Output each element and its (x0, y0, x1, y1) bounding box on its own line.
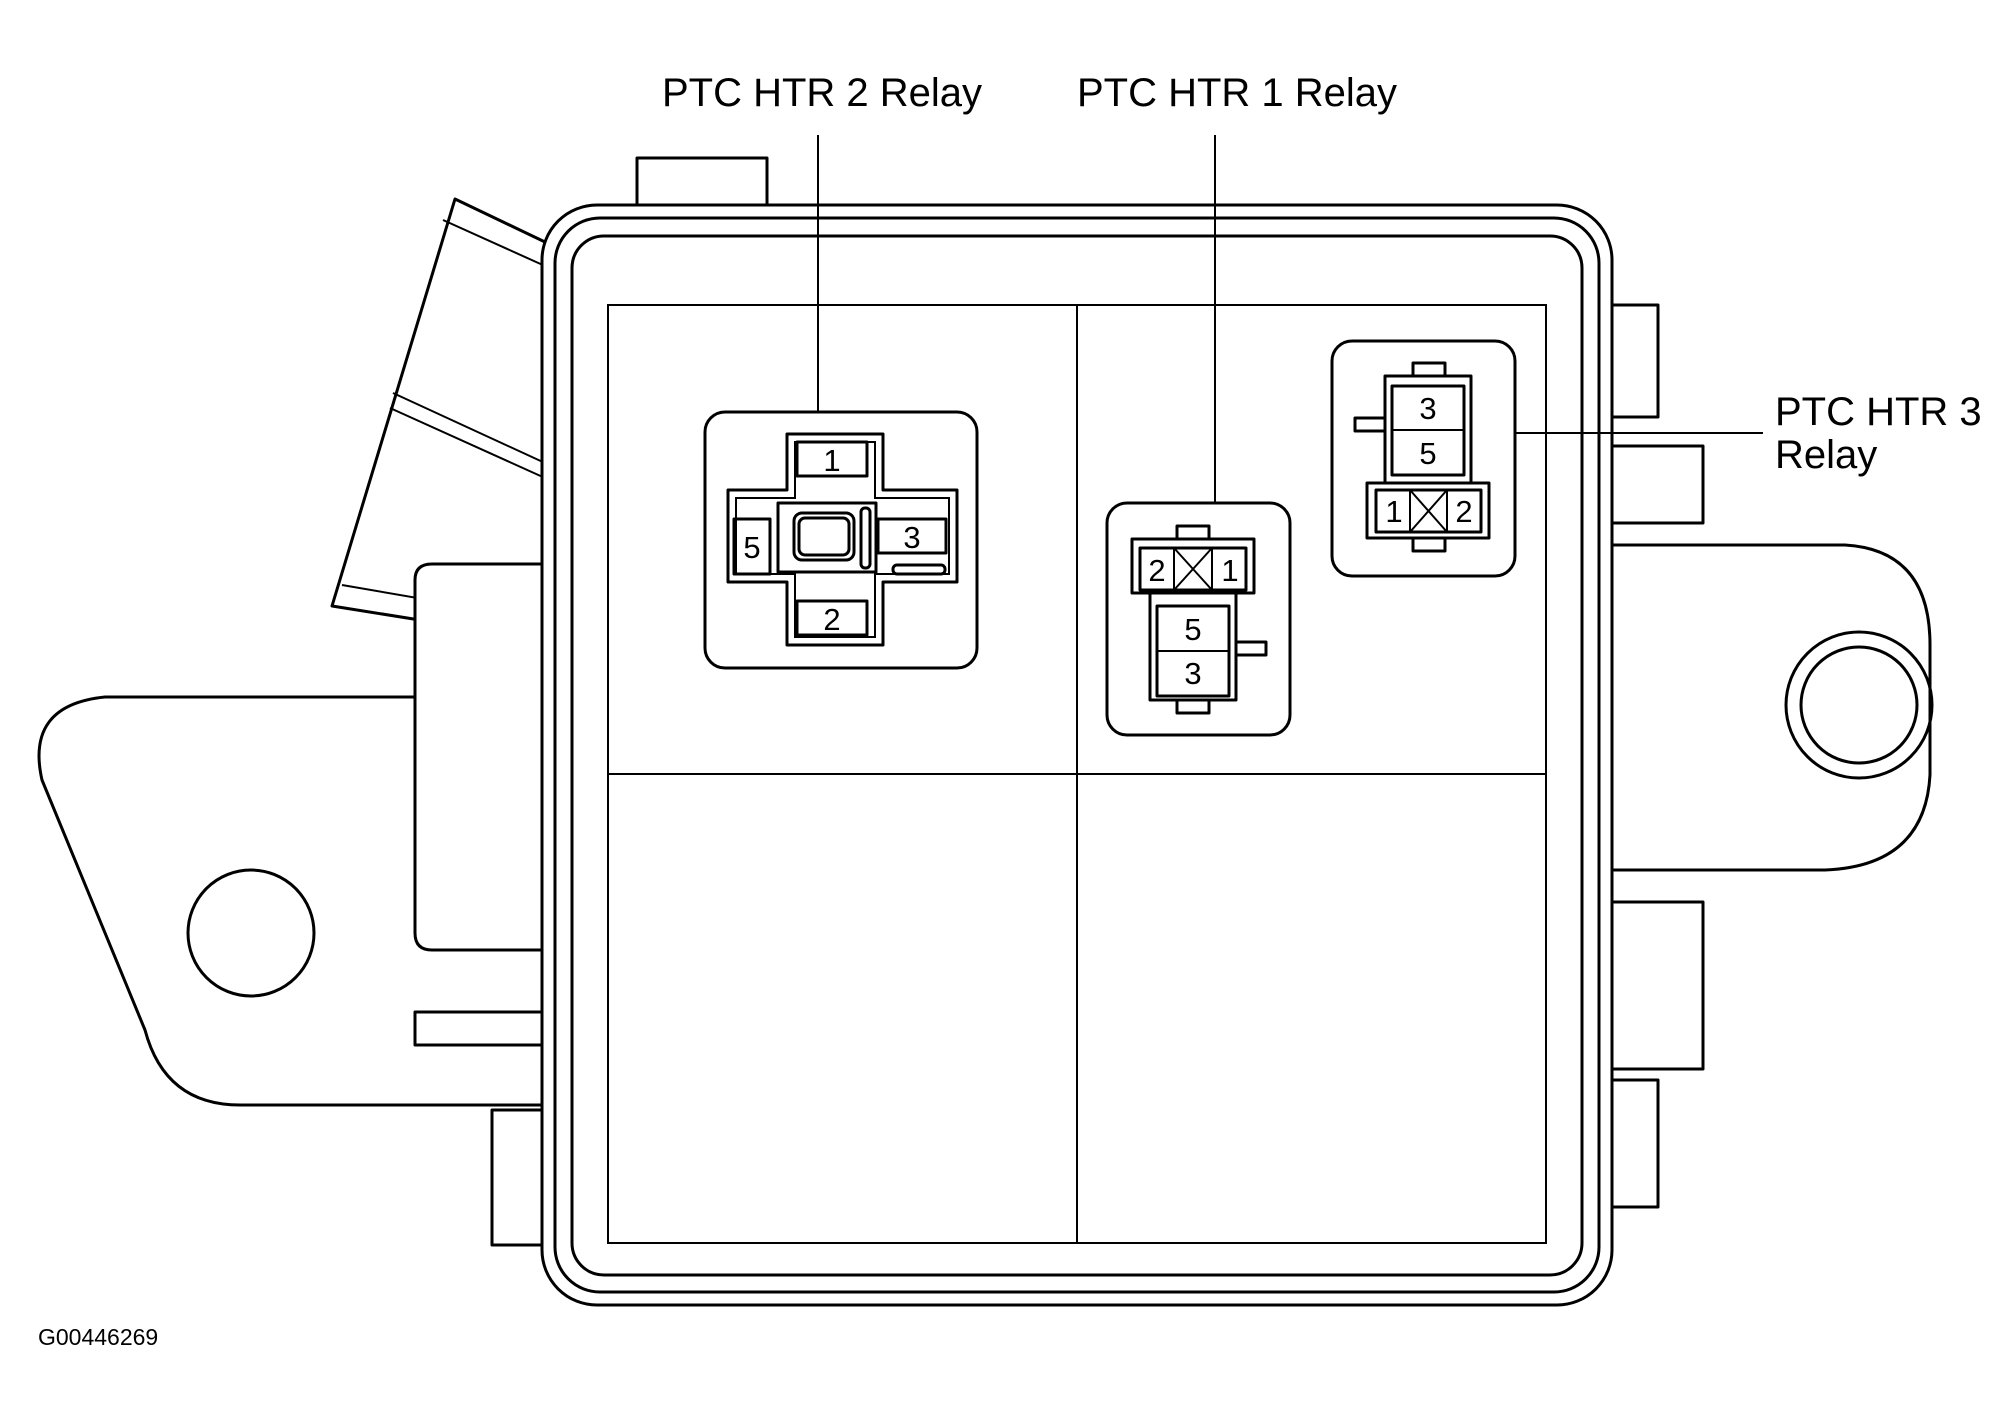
figure-code: G00446269 (38, 1324, 158, 1350)
ptc-htr-2-relay-socket (703, 410, 979, 670)
relay1-pin-2: 2 (1148, 553, 1165, 588)
housing-inner-2 (570, 234, 1584, 1277)
relay3-pin-1: 1 (1385, 494, 1402, 529)
top-tab (635, 156, 769, 212)
relay1-pin-1: 1 (1221, 553, 1238, 588)
relay1-pin-5: 5 (1184, 612, 1201, 647)
left-tab (413, 1010, 547, 1047)
relay1-pin-3: 3 (1184, 656, 1201, 691)
relay2-pin-3: 3 (903, 520, 920, 555)
housing-inner-1 (553, 216, 1601, 1294)
left-mounting-hole (186, 868, 316, 998)
relay2-pin-5: 5 (743, 530, 760, 565)
relay3-pin-5: 5 (1419, 436, 1436, 471)
relay3-pin-3: 3 (1419, 391, 1436, 426)
relay2-pin-1: 1 (823, 443, 840, 478)
right-mounting-hole-inner (1799, 645, 1919, 765)
right-tab-3 (1598, 900, 1705, 1071)
right-tab-2 (1598, 444, 1705, 525)
ptc-htr-1-relay-socket (1105, 501, 1292, 737)
relay2-pin-2: 2 (823, 602, 840, 637)
label-ptc-htr-3-line1: PTC HTR 3 (1775, 390, 1982, 434)
left-side-housing (413, 562, 547, 952)
right-mounting-bracket (1603, 543, 1932, 872)
ptc-htr-3-relay-socket (1330, 339, 1517, 578)
right-mounting-hole-outer (1784, 630, 1934, 780)
label-ptc-htr-2-relay: PTC HTR 2 Relay (662, 71, 982, 115)
left-lower-tab (490, 1108, 547, 1247)
label-ptc-htr-1-relay: PTC HTR 1 Relay (1077, 71, 1397, 115)
relay3-pin-2: 2 (1455, 494, 1472, 529)
label-ptc-htr-3-line2: Relay (1775, 433, 1877, 477)
